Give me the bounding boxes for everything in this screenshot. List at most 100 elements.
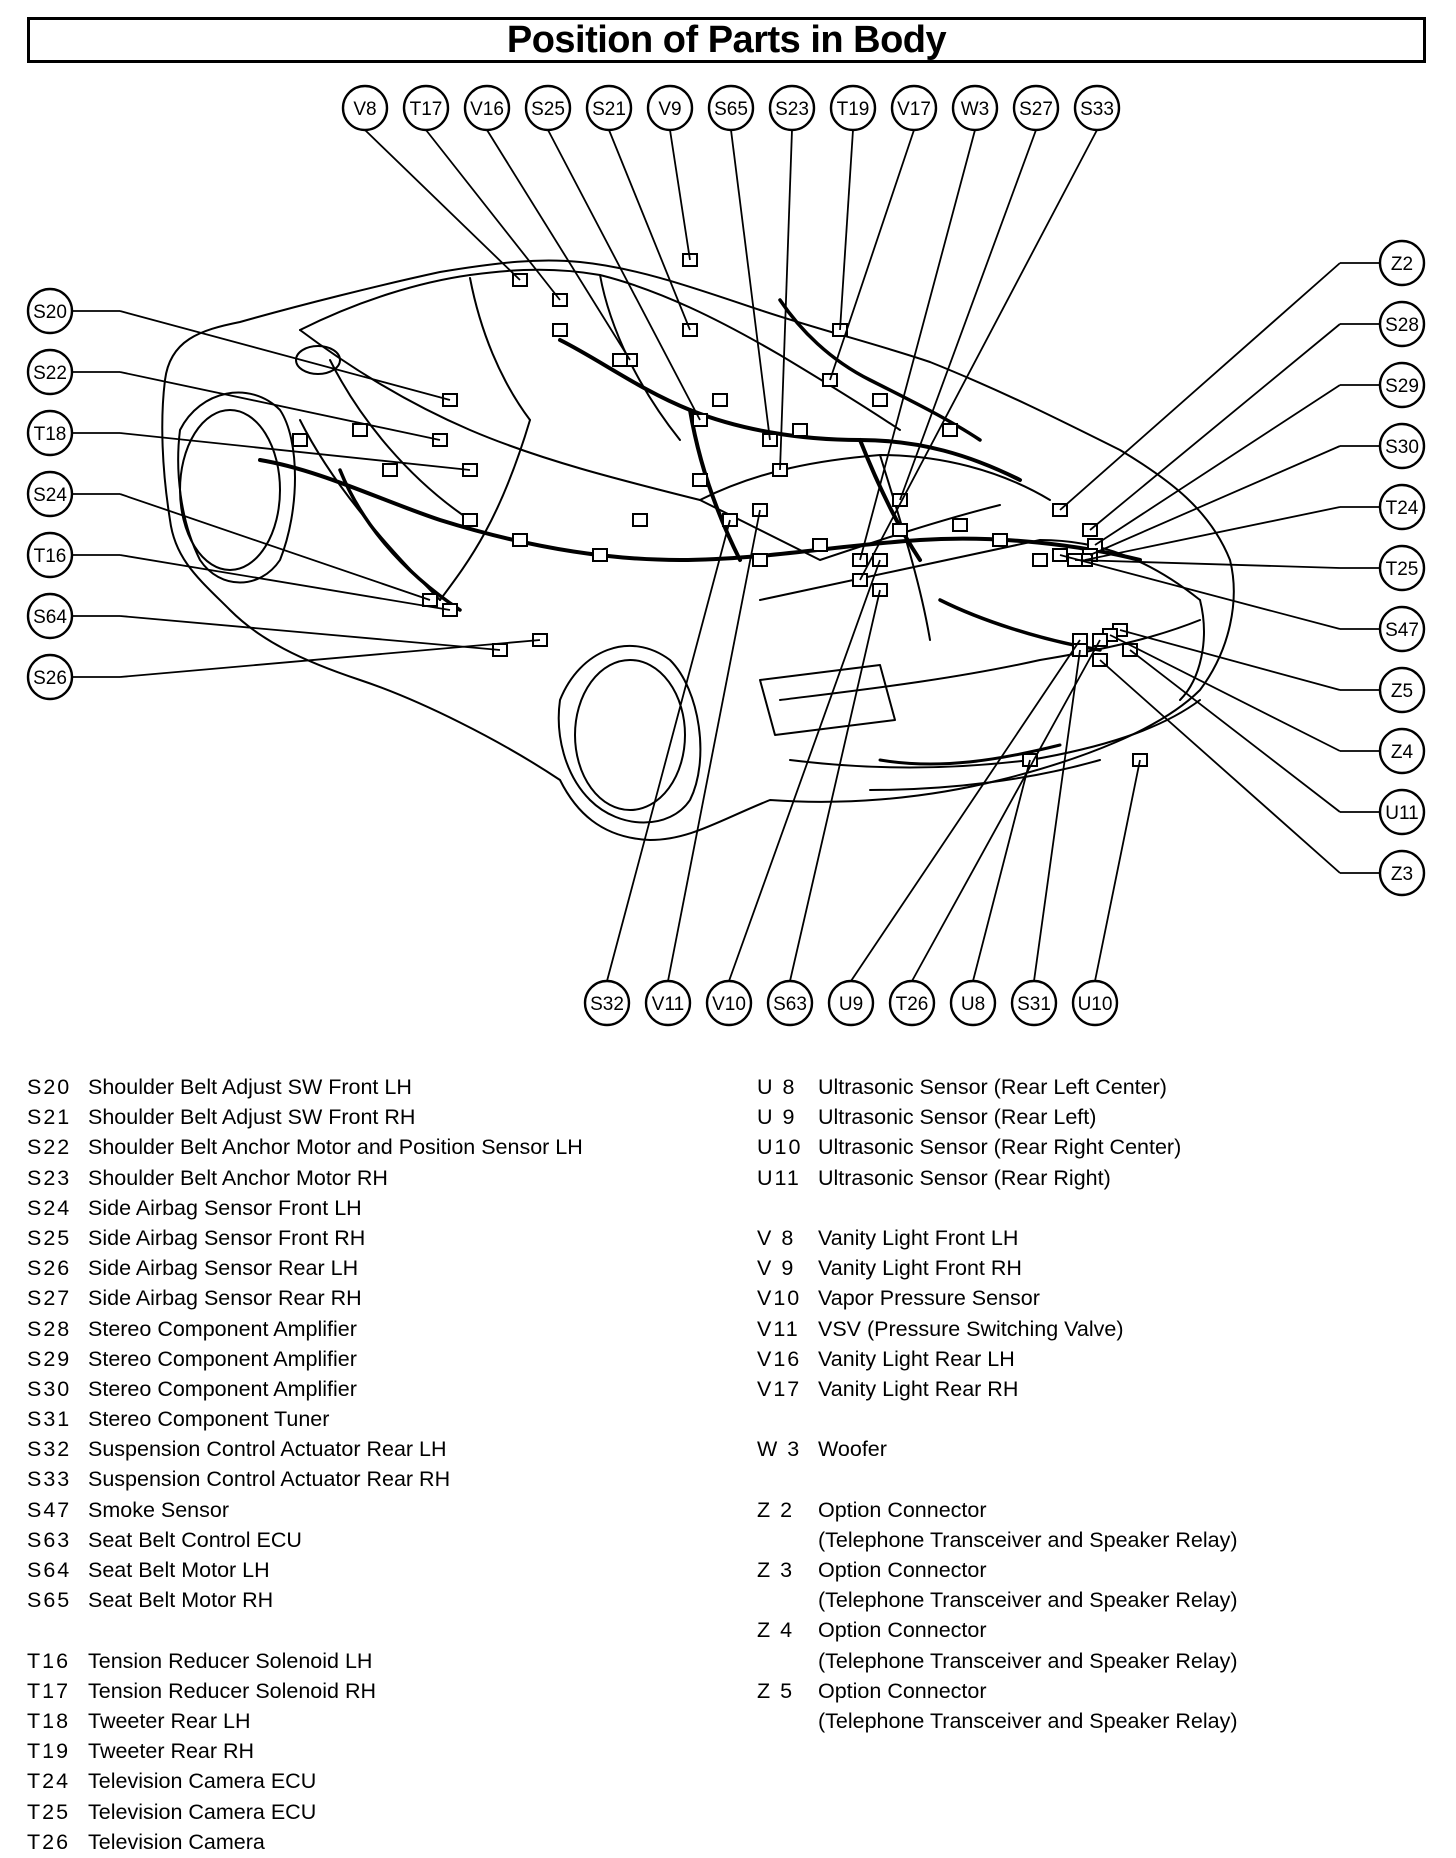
legend_right-row: (Telephone Transceiver and Speaker Relay… xyxy=(757,1585,1237,1615)
legend-code xyxy=(757,1525,818,1555)
legend-code: S20 xyxy=(27,1075,72,1099)
leader-s64 xyxy=(119,615,501,651)
legend-description: Stereo Component Amplifier xyxy=(88,1376,357,1401)
leader-z5 xyxy=(1119,629,1341,691)
legend-code: V10 xyxy=(757,1286,802,1311)
callout-label: Z3 xyxy=(1391,864,1413,885)
legend-description: Side Airbag Sensor Front RH xyxy=(88,1225,366,1250)
leader-s32 xyxy=(606,519,731,982)
callout-s26: S26 xyxy=(26,653,74,701)
legend-code xyxy=(757,1585,818,1615)
callout-circle xyxy=(766,979,814,1027)
connector xyxy=(612,353,628,367)
callout-z5: Z5 xyxy=(1378,666,1426,714)
leader-s25 xyxy=(547,129,701,421)
callout-s23: S23 xyxy=(768,84,816,132)
callout-label: T16 xyxy=(34,546,67,567)
callout-u10: U10 xyxy=(1071,979,1119,1027)
callout-u11: U11 xyxy=(1378,788,1426,836)
legend-description: Tension Reducer Solenoid RH xyxy=(88,1678,377,1703)
leader-t24 xyxy=(1084,506,1341,561)
leader-z4 xyxy=(1109,634,1341,752)
leader-t18 xyxy=(119,432,471,471)
callout-label: V17 xyxy=(897,99,931,120)
callout-t16: T16 xyxy=(26,531,74,579)
callout-circle xyxy=(1378,483,1426,531)
legend-code xyxy=(757,1404,818,1434)
callout-label: S20 xyxy=(33,302,67,323)
legend-description: Ultrasonic Sensor (Rear Right Center) xyxy=(818,1135,1182,1160)
legend-code: V 8 xyxy=(757,1225,796,1250)
legend-description: Ultrasonic Sensor (Rear Right) xyxy=(818,1165,1111,1190)
callout-label: T24 xyxy=(1386,498,1419,519)
callout-circle xyxy=(583,979,631,1027)
callout-circle xyxy=(1010,979,1058,1027)
connector xyxy=(752,553,768,567)
legend_right-row: (Telephone Transceiver and Speaker Relay… xyxy=(757,1646,1237,1676)
leader-u9 xyxy=(850,639,1081,982)
legend_right-row xyxy=(757,1193,1237,1223)
leader-t17 xyxy=(425,129,561,301)
callout-label: U10 xyxy=(1078,994,1113,1015)
connector xyxy=(692,473,708,487)
legend-code: Z 5 xyxy=(757,1678,795,1703)
callout-z3: Z3 xyxy=(1378,849,1426,897)
legend-description: Side Airbag Sensor Rear LH xyxy=(88,1256,359,1281)
legend-code: T24 xyxy=(27,1769,71,1794)
callout-s25: S25 xyxy=(524,84,572,132)
callout-v9: V9 xyxy=(646,84,694,132)
callout-label: S21 xyxy=(592,99,626,120)
leader-v11 xyxy=(667,509,761,982)
callout-label: S31 xyxy=(1017,994,1051,1015)
leader-v16 xyxy=(486,129,631,361)
callout-label: T18 xyxy=(34,424,67,445)
callout-circle xyxy=(644,979,692,1027)
legend-description: Television Camera ECU xyxy=(88,1799,317,1824)
callout-w3: W3 xyxy=(951,84,999,132)
leader-t25 xyxy=(1074,559,1341,569)
callout-label: V16 xyxy=(470,99,504,120)
callout-circle xyxy=(26,409,74,457)
legend-description: Shoulder Belt Anchor Motor RH xyxy=(88,1165,388,1190)
callout-s29: S29 xyxy=(1378,361,1426,409)
legend-code xyxy=(757,1646,818,1676)
connector xyxy=(812,538,828,552)
title-box: Position of Parts in Body xyxy=(27,17,1426,63)
legend-description: Television Camera ECU xyxy=(88,1769,317,1794)
callout-circle xyxy=(1378,239,1426,287)
legend-description: Suspension Control Actuator Rear RH xyxy=(88,1467,451,1492)
legend-code: S64 xyxy=(27,1558,72,1582)
leader-u11 xyxy=(1129,649,1341,813)
callout-s20: S20 xyxy=(26,287,74,335)
leader-s27 xyxy=(899,129,1037,501)
callout-circle xyxy=(646,84,694,132)
legend-code: T18 xyxy=(27,1708,71,1733)
legend-description: Vanity Light Front LH xyxy=(818,1225,1019,1250)
callout-circle xyxy=(26,653,74,701)
callout-s27: S27 xyxy=(1012,84,1060,132)
leader-s31 xyxy=(1033,649,1081,982)
callout-label: V11 xyxy=(652,994,684,1015)
connector xyxy=(892,523,908,537)
connector xyxy=(552,323,568,337)
callout-circle xyxy=(26,470,74,518)
legend-code: S22 xyxy=(27,1135,72,1160)
legend-code: U 8 xyxy=(757,1075,797,1099)
legend-description: Option Connector xyxy=(818,1618,987,1643)
callout-circle xyxy=(26,287,74,335)
legend-code xyxy=(757,1706,818,1736)
connector xyxy=(712,393,728,407)
